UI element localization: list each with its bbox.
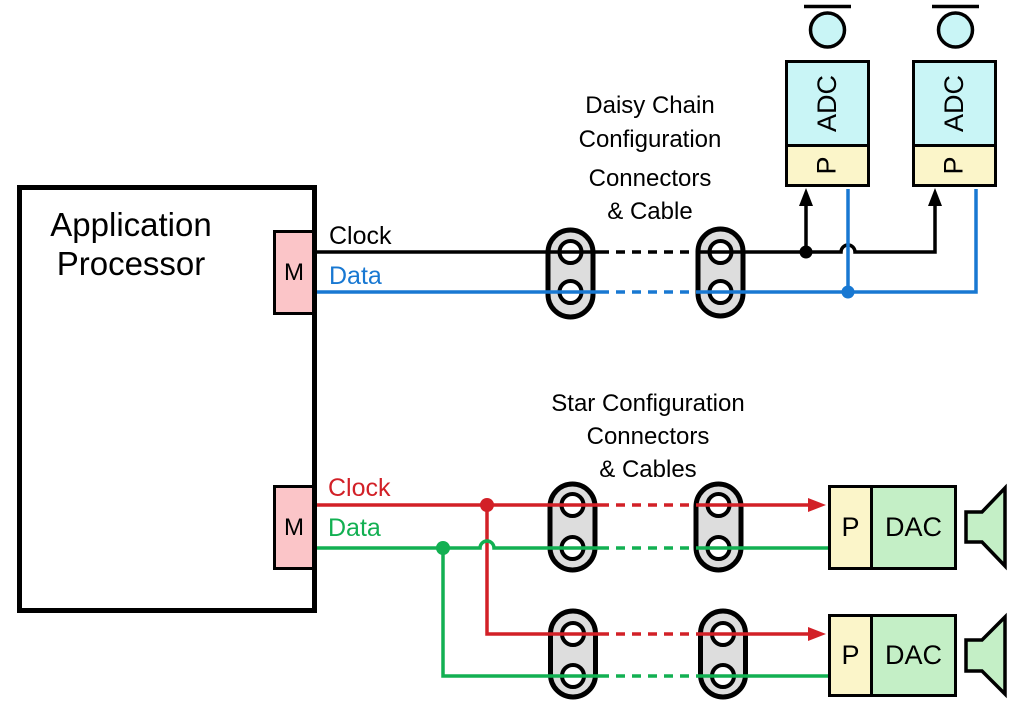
subheading-line: Connectors	[588, 165, 712, 192]
dac-port-section: P	[831, 617, 873, 694]
cable-connector-star-2a	[548, 608, 598, 700]
star-data-wire	[317, 539, 829, 678]
master-port-label: M	[284, 513, 304, 541]
star-clock-label: Clock	[328, 474, 391, 502]
speaker-icon	[964, 612, 1007, 699]
dac-label: DAC	[884, 512, 942, 542]
cable-connector-daisy-2	[695, 226, 746, 319]
arrowhead-up	[799, 188, 813, 206]
cable-connector-star-2b	[698, 608, 748, 700]
arrowhead-right	[808, 627, 826, 641]
daisy-data-label: Data	[329, 262, 382, 290]
master-port-label: M	[284, 258, 304, 286]
adc-device-1: ADC P	[785, 60, 870, 187]
cable-connector-daisy-1	[545, 227, 596, 320]
junction-dot	[436, 541, 450, 555]
peripheral-port-label: P	[841, 512, 860, 542]
application-processor-label: Application Processor	[50, 206, 212, 282]
dac-chip-section: DAC	[873, 488, 954, 567]
cable-connector-star-1a	[547, 481, 598, 573]
heading-line: Star Configuration	[551, 390, 745, 417]
adc-device-2: ADC P	[912, 60, 997, 187]
master-port-daisy: M	[273, 230, 315, 315]
junction-dot	[799, 245, 813, 259]
daisy-chain-heading: Daisy Chain Configuration	[530, 89, 770, 157]
subheading-line: & Cables	[599, 456, 697, 483]
heading-line: Configuration	[578, 126, 722, 153]
peripheral-port-label: P	[938, 156, 969, 175]
star-clock-wire	[317, 498, 826, 641]
daisy-data-wire	[317, 189, 978, 299]
speaker-icon	[964, 483, 1007, 571]
adc-chip-section: ADC	[788, 63, 867, 147]
star-heading: Star Configuration	[528, 387, 768, 421]
adc-label: ADC	[811, 74, 842, 133]
peripheral-port-label: P	[841, 640, 860, 670]
dac-port-section: P	[831, 488, 873, 567]
application-processor-box	[17, 185, 317, 613]
microphone-icon	[932, 4, 979, 49]
dac-chip-section: DAC	[873, 617, 954, 694]
daisy-clock-label: Clock	[329, 222, 392, 250]
dac-label: DAC	[884, 640, 942, 670]
star-data-label: Data	[328, 514, 381, 542]
dac-device-2: P DAC	[828, 614, 957, 697]
adc-port-section: P	[915, 147, 994, 184]
junction-dot	[841, 285, 855, 299]
master-port-star: M	[273, 485, 315, 570]
adc-port-section: P	[788, 147, 867, 184]
arrowhead-right	[808, 498, 826, 512]
subheading-line: Connectors	[586, 423, 710, 450]
dac-device-1: P DAC	[828, 485, 957, 570]
microphone-icon	[804, 4, 851, 49]
adc-chip-section: ADC	[915, 63, 994, 147]
heading-line: Daisy Chain	[585, 92, 715, 119]
subheading-line: & Cable	[607, 198, 693, 225]
junction-dot	[480, 498, 494, 512]
adc-label: ADC	[938, 74, 969, 133]
arrowhead-up	[928, 188, 942, 206]
cable-connector-star-1b	[693, 481, 744, 573]
daisy-chain-subheading: Connectors & Cable	[530, 162, 770, 228]
peripheral-port-label: P	[811, 156, 842, 175]
star-subheading: Connectors & Cables	[528, 420, 768, 486]
